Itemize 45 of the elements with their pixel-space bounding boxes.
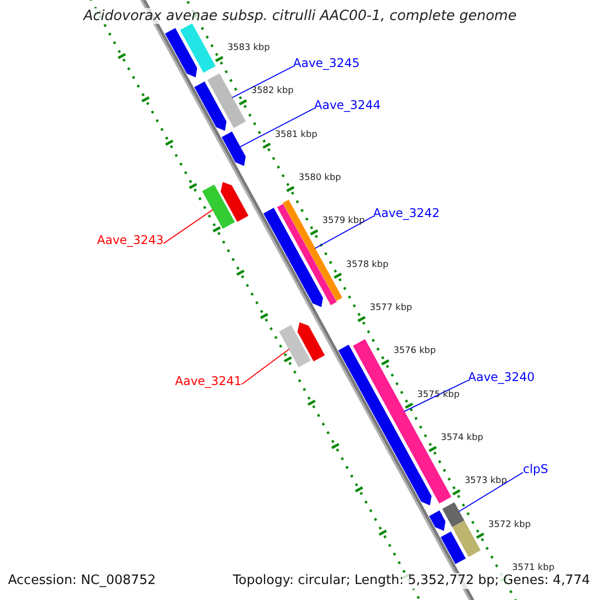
scale-label: 3582 kbp	[251, 86, 294, 98]
scale-label: 3581 kbp	[274, 130, 318, 141]
gene-feature	[297, 322, 325, 362]
gene-feature	[282, 200, 342, 301]
scale-label: 3583 kbp	[227, 43, 270, 54]
gene-feature	[222, 132, 246, 166]
genome-info-text: Topology: circular; Length: 5,352,772 bp; Genes: 4,774	[232, 573, 590, 589]
scale-label: 3576 kbp	[393, 346, 436, 358]
scale-label: 3579 kbp	[322, 216, 365, 228]
scale-label: 3577 kbp	[370, 303, 412, 314]
gene-feature	[194, 82, 226, 131]
scale-label: 3572 kbp	[488, 520, 531, 530]
accession-text: Accession: NC_008752	[8, 573, 156, 589]
scale-label: 3573 kbp	[464, 476, 507, 488]
scale-label: 3575 kbp	[417, 390, 460, 401]
gene-label: Aave_3240	[468, 370, 535, 384]
gene-feature	[180, 23, 216, 73]
gene-label: Aave_3245	[293, 56, 360, 70]
gene-feature	[279, 324, 311, 368]
gene-feature	[207, 73, 246, 128]
title: Acidovorax avenae subsp. citrulli AAC00-1, complete genome	[83, 8, 517, 24]
gene-feature	[452, 520, 481, 557]
gene-feature	[164, 28, 198, 78]
scale-label: 3578 kbp	[346, 260, 388, 271]
gene-label: clpS	[523, 462, 548, 476]
gene-label: Aave_3243	[97, 233, 164, 248]
gene-label: Aave_3241	[175, 374, 242, 388]
gene-feature	[220, 182, 248, 222]
leader-line	[241, 348, 290, 385]
gene-feature	[429, 510, 446, 531]
leader-line	[163, 209, 214, 244]
gene-feature	[202, 184, 235, 229]
gene-feature	[442, 502, 464, 528]
scale-label: 3571 kbp	[512, 563, 554, 574]
gene-feature	[440, 531, 466, 564]
scale-label: 3574 kbp	[440, 433, 484, 444]
leader-line	[314, 216, 374, 249]
leader-line	[458, 472, 524, 512]
scale-label: 3580 kbp	[298, 173, 341, 184]
leader-line	[232, 66, 294, 98]
gene-label: Aave_3244	[314, 98, 381, 112]
gene-label: Aave_3242	[373, 206, 440, 220]
gene-feature	[263, 208, 323, 308]
leader-line	[240, 108, 314, 148]
leader-line	[404, 380, 468, 412]
